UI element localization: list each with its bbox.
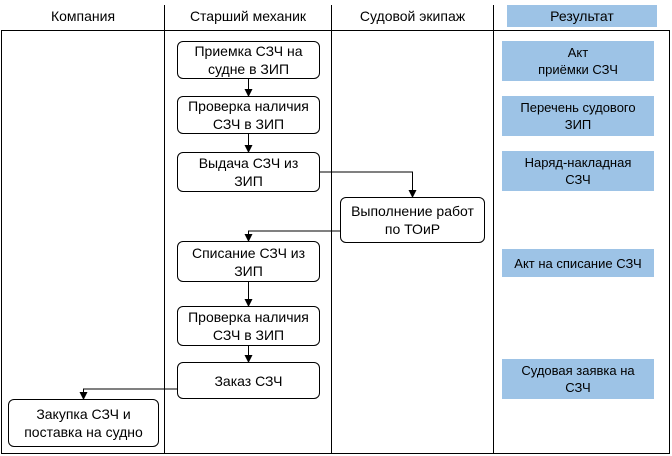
lane-header-crew: Судовой экипаж	[359, 8, 466, 24]
step-maintenance-work: Выполнение работ по ТОиР	[340, 197, 485, 243]
result-write-off-act: Акт на списание СЗЧ	[502, 249, 654, 277]
lane-header-chief-engineer: Старший механик	[189, 8, 307, 24]
step-check-availability: Проверка наличия СЗЧ в ЗИП	[177, 96, 320, 134]
result-waybill: Наряд-накладная СЗЧ	[502, 151, 654, 191]
step-write-off: Списание СЗЧ из ЗИП	[177, 241, 320, 282]
lane-header-result: Результат	[507, 5, 657, 27]
step-issue: Выдача СЗЧ из ЗИП	[177, 152, 320, 192]
lane-header-company: Компания	[50, 8, 116, 24]
step-purchase-delivery: Закупка СЗЧ и поставка на судно	[8, 399, 159, 447]
step-check-availability-2: Проверка наличия СЗЧ в ЗИП	[177, 306, 320, 346]
lane-frame	[1, 30, 670, 454]
result-acceptance-act: Акт приёмки СЗЧ	[502, 41, 654, 81]
step-order: Заказ СЗЧ	[177, 362, 320, 399]
connector-s3-s4	[320, 171, 417, 198]
result-ship-request: Судовая заявка на СЗЧ	[502, 359, 654, 399]
step-acceptance: Приемка СЗЧ на судне в ЗИП	[177, 41, 320, 79]
result-spare-parts-list: Перечень судового ЗИП	[502, 96, 654, 136]
